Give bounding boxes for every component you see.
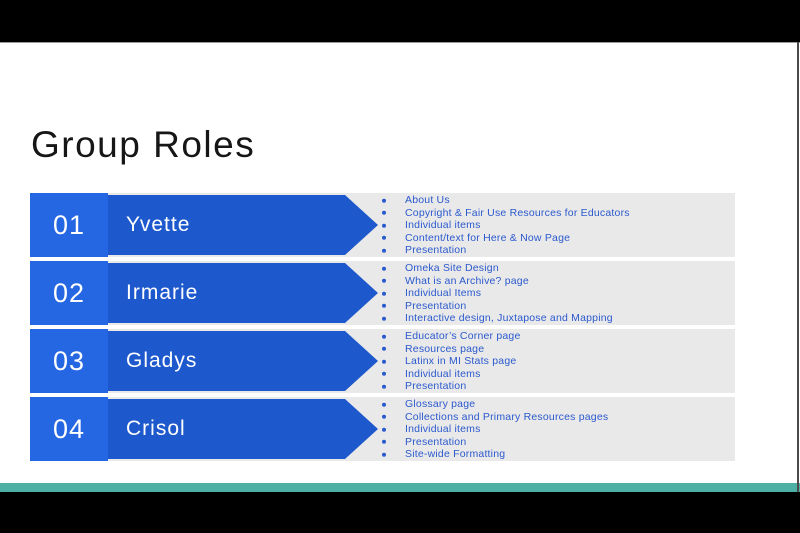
bullet-dot-icon	[382, 316, 386, 321]
name-arrow: Gladys	[108, 331, 378, 391]
letterbox-top	[0, 0, 800, 42]
slide-title: Group Roles	[31, 124, 256, 165]
task-label: Resources page	[405, 342, 485, 355]
member-name: Yvette	[126, 213, 191, 236]
task-item: Omeka Site Design	[108, 262, 735, 275]
bullet-dot-icon	[382, 303, 386, 308]
member-name: Gladys	[126, 349, 198, 372]
task-label: Educator’s Corner page	[405, 329, 521, 342]
member-name: Irmarie	[126, 281, 199, 304]
task-label: Individual items	[405, 422, 481, 435]
task-item: Copyright & Fair Use Resources for Educa…	[108, 206, 735, 219]
name-arrow: Crisol	[108, 399, 378, 459]
name-arrow: Yvette	[108, 195, 378, 255]
task-label: Individual items	[405, 218, 481, 231]
task-label: Copyright & Fair Use Resources for Educa…	[405, 206, 630, 219]
bullet-dot-icon	[382, 334, 386, 339]
task-label: Glossary page	[405, 397, 476, 410]
bullet-dot-icon	[382, 371, 386, 376]
task-label: Omeka Site Design	[405, 261, 499, 274]
task-label: About Us	[405, 193, 450, 206]
bullet-dot-icon	[382, 452, 386, 457]
role-number: 02	[30, 261, 108, 325]
task-item: About Us	[108, 194, 735, 207]
task-label: Site-wide Formatting	[405, 447, 506, 460]
bullet-dot-icon	[382, 235, 386, 240]
bullet-dot-icon	[382, 427, 386, 432]
task-label: Presentation	[405, 243, 467, 256]
task-label: Individual items	[405, 367, 481, 380]
bullet-dot-icon	[382, 291, 386, 296]
bullet-dot-icon	[382, 359, 386, 364]
bullet-dot-icon	[382, 210, 386, 215]
slide-accent-strip	[0, 483, 800, 492]
bullet-dot-icon	[382, 198, 386, 203]
task-label: What is an Archive? page	[405, 274, 529, 287]
task-item: Individual Items	[108, 287, 735, 300]
bullet-dot-icon	[382, 346, 386, 351]
task-item: Presentation	[108, 380, 735, 393]
task-item: Presentation	[108, 244, 735, 257]
bullet-dot-icon	[382, 223, 386, 228]
task-item: Educator’s Corner page	[108, 330, 735, 343]
task-item: What is an Archive? page	[108, 274, 735, 287]
role-number: 01	[30, 193, 108, 257]
member-name: Crisol	[126, 417, 186, 440]
role-number: 03	[30, 329, 108, 393]
task-label: Individual Items	[405, 286, 482, 299]
task-label: Presentation	[405, 435, 467, 448]
task-item: Individual items	[108, 367, 735, 380]
bullet-dot-icon	[382, 266, 386, 271]
bullet-dot-icon	[382, 278, 386, 283]
task-item: Interactive design, Juxtapose and Mappin…	[108, 312, 735, 325]
task-label: Interactive design, Juxtapose and Mappin…	[405, 311, 613, 324]
slide-right-edge	[797, 42, 799, 492]
task-label: Presentation	[405, 299, 467, 312]
task-item: Site-wide Formatting	[108, 448, 735, 461]
task-item: Resources page	[108, 342, 735, 355]
task-item: Collections and Primary Resources pages	[108, 410, 735, 423]
bullet-dot-icon	[382, 248, 386, 253]
bullet-dot-icon	[382, 384, 386, 389]
task-item: Presentation	[108, 299, 735, 312]
task-item: Content/text for Here & Now Page	[108, 231, 735, 244]
role-number: 04	[30, 397, 108, 461]
task-label: Presentation	[405, 379, 467, 392]
task-label: Content/text for Here & Now Page	[405, 231, 571, 244]
task-item: Latinx in MI Stats page	[108, 355, 735, 368]
task-label: Latinx in MI Stats page	[405, 354, 517, 367]
bullet-dot-icon	[382, 402, 386, 407]
bullet-dot-icon	[382, 414, 386, 419]
task-item: Individual items	[108, 423, 735, 436]
task-item: Presentation	[108, 435, 735, 448]
task-item: Individual items	[108, 219, 735, 232]
task-label: Collections and Primary Resources pages	[405, 410, 609, 423]
task-item: Glossary page	[108, 398, 735, 411]
letterbox-bottom	[0, 492, 800, 533]
bullet-dot-icon	[382, 439, 386, 444]
name-arrow: Irmarie	[108, 263, 378, 323]
